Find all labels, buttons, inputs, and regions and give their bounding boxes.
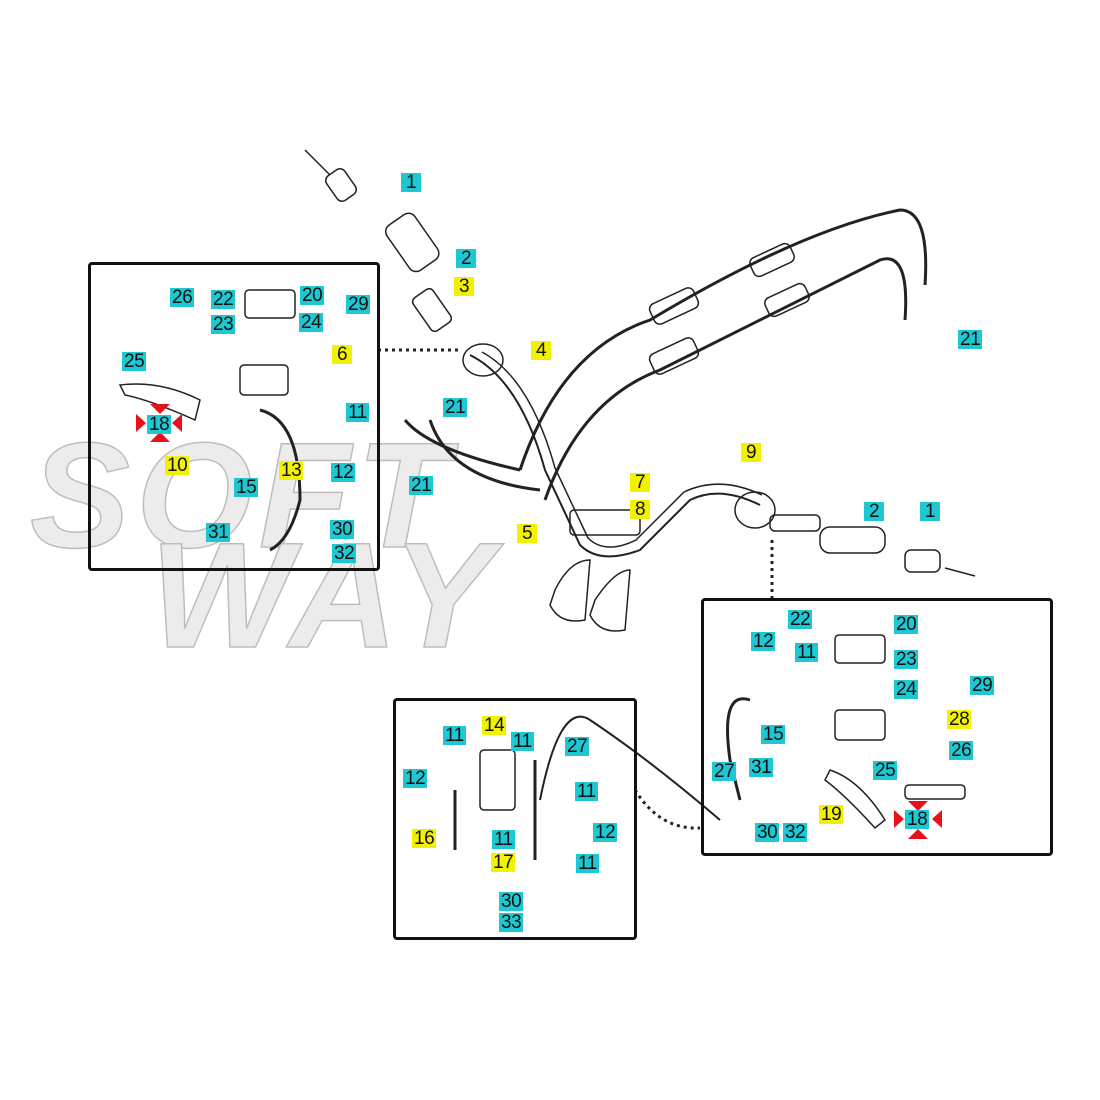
- callout[interactable]: 18: [147, 414, 172, 435]
- throttle-housing: [462, 343, 504, 377]
- callout[interactable]: 11: [795, 642, 818, 663]
- callout[interactable]: 1: [920, 502, 940, 522]
- callout[interactable]: 25: [873, 760, 898, 781]
- callout[interactable]: 25: [122, 351, 147, 372]
- callout[interactable]: 5: [517, 524, 537, 544]
- brake-splitter-inset: [393, 698, 637, 940]
- callout[interactable]: 2: [864, 502, 884, 522]
- switch-housing: [734, 491, 776, 529]
- watermark-way: WAY: [149, 511, 499, 679]
- callout[interactable]: 21: [409, 475, 434, 496]
- callout[interactable]: 6: [332, 345, 352, 365]
- throttle-tube: [411, 287, 453, 333]
- callout[interactable]: 11: [575, 781, 598, 802]
- callout[interactable]: 16: [412, 828, 437, 849]
- callout[interactable]: 28: [947, 709, 972, 730]
- callout[interactable]: 22: [788, 609, 813, 630]
- callout[interactable]: 11: [443, 725, 466, 746]
- callout[interactable]: 15: [234, 477, 259, 498]
- handlebar-outline: [481, 351, 763, 548]
- right-grip-tube: [769, 514, 821, 532]
- callout[interactable]: 33: [499, 912, 524, 933]
- left-brake-master-cylinder-inset: [88, 262, 380, 571]
- callout[interactable]: 26: [949, 740, 974, 761]
- callout[interactable]: 9: [741, 443, 761, 463]
- callout[interactable]: 21: [958, 329, 983, 350]
- callout[interactable]: 8: [630, 500, 650, 520]
- callout[interactable]: 4: [531, 341, 551, 361]
- callout[interactable]: 24: [299, 312, 324, 333]
- connector-bottom: [633, 789, 701, 830]
- callout[interactable]: 14: [482, 715, 507, 736]
- callout[interactable]: 26: [170, 287, 195, 308]
- callout[interactable]: 11: [492, 829, 515, 850]
- callout[interactable]: 31: [206, 522, 231, 543]
- callout[interactable]: 15: [761, 724, 786, 745]
- callout[interactable]: 29: [346, 294, 371, 315]
- callout[interactable]: 31: [749, 757, 774, 778]
- callout[interactable]: 23: [211, 314, 236, 335]
- callout[interactable]: 21: [443, 397, 468, 418]
- callout[interactable]: 10: [165, 455, 190, 476]
- handlebar-clamp: [569, 509, 641, 536]
- right-brake-master-cylinder-inset: [701, 598, 1053, 856]
- callout[interactable]: 20: [300, 285, 325, 306]
- left-grip: [384, 212, 440, 273]
- callout[interactable]: 20: [894, 614, 919, 635]
- callout[interactable]: 32: [783, 822, 808, 843]
- callout[interactable]: 32: [332, 543, 357, 564]
- right-grip-end: [904, 549, 941, 573]
- callout[interactable]: 23: [894, 649, 919, 670]
- callout[interactable]: 11: [576, 853, 599, 874]
- callout[interactable]: 3: [454, 277, 474, 297]
- callout[interactable]: 12: [403, 768, 428, 789]
- callout[interactable]: 11: [346, 402, 369, 423]
- red-indicator-arrows-left: [136, 404, 182, 442]
- callout[interactable]: 29: [970, 675, 995, 696]
- callout[interactable]: 19: [819, 804, 844, 825]
- callout[interactable]: 17: [491, 852, 516, 873]
- cable-lower-2: [428, 419, 541, 492]
- handlebar: [469, 354, 761, 558]
- callout[interactable]: 30: [330, 519, 355, 540]
- callout[interactable]: 13: [279, 460, 304, 481]
- callout[interactable]: 18: [905, 809, 930, 830]
- callout[interactable]: 1: [401, 173, 421, 193]
- callout[interactable]: 27: [565, 736, 590, 757]
- callout[interactable]: 12: [751, 631, 776, 652]
- callout[interactable]: 7: [630, 473, 650, 493]
- callout[interactable]: 11: [511, 731, 534, 752]
- throttle-cable-2: [543, 257, 908, 501]
- callout[interactable]: 12: [331, 462, 356, 483]
- left-grip-end: [324, 168, 358, 202]
- callout[interactable]: 12: [593, 822, 618, 843]
- callout[interactable]: 30: [499, 891, 524, 912]
- callout[interactable]: 2: [456, 249, 476, 269]
- callout[interactable]: 27: [712, 761, 737, 782]
- callout[interactable]: 22: [211, 289, 236, 310]
- red-indicator-arrows-right: [894, 801, 942, 839]
- callout[interactable]: 24: [894, 679, 919, 700]
- right-grip: [819, 526, 886, 554]
- callout[interactable]: 30: [755, 822, 780, 843]
